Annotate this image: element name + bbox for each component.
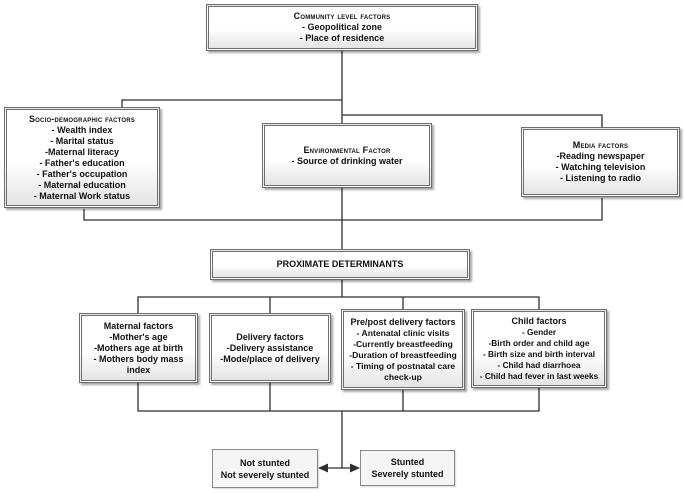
outcome-line: Not severely stunted bbox=[220, 469, 310, 480]
factor-item: -Birth order and child age bbox=[488, 337, 590, 348]
factor-item: - Birth size and birth interval bbox=[482, 348, 596, 359]
box-outcome-stunted: Stunted Severely stunted bbox=[360, 450, 455, 486]
line-branch-to-socio bbox=[121, 99, 342, 107]
box-title: Child factors bbox=[511, 315, 567, 326]
line-row3-bus bbox=[137, 296, 540, 313]
arrowhead-right bbox=[350, 463, 360, 473]
factor-item: -Reading newspaper bbox=[556, 151, 645, 161]
box-delivery-factors: Delivery factors -Delivery assistance -M… bbox=[209, 313, 331, 383]
box-title: Delivery factors bbox=[236, 331, 304, 342]
factor-item: - Geopolitical zone bbox=[301, 22, 382, 32]
box-pre-post-delivery-factors: Pre/post delivery factors - Antenatal cl… bbox=[341, 309, 465, 390]
outcome-line: Stunted bbox=[390, 457, 425, 467]
factor-item: -Currently breastfeeding bbox=[353, 338, 453, 349]
line-branch-to-media bbox=[342, 114, 603, 127]
box-title: Socio-demographic factors bbox=[28, 113, 136, 124]
arrowhead-left bbox=[318, 463, 328, 473]
factor-item: -Delivery assistance bbox=[226, 342, 314, 353]
factor-item: - Place of residence bbox=[299, 33, 385, 43]
factor-item: - Wealth index bbox=[51, 124, 113, 135]
factor-item: - Source of drinking water bbox=[291, 155, 403, 166]
box-title: Environmental Factor bbox=[303, 144, 391, 155]
box-proximate-determinants: PROXIMATE DETERMINANTS bbox=[210, 249, 470, 280]
factor-item: - Antenatal clinic visits bbox=[356, 327, 450, 338]
factor-item: - Child had fever in last weeks bbox=[479, 370, 599, 381]
box-title: Maternal factors bbox=[103, 320, 174, 331]
box-title: Media factors bbox=[572, 140, 629, 150]
box-title: PROXIMATE DETERMINANTS bbox=[276, 259, 404, 269]
factor-item: - Maternal Work status bbox=[33, 190, 131, 201]
factor-item: - Timing of postnatal care check-up bbox=[350, 360, 456, 382]
box-title: Community level factors bbox=[293, 11, 391, 21]
box-child-factors: Child factors - Gender -Birth order and … bbox=[471, 309, 607, 388]
factor-item: - Marital status bbox=[50, 135, 114, 146]
box-media-factors: Media factors -Reading newspaper - Watch… bbox=[521, 127, 680, 197]
factor-item: - Listening to radio bbox=[560, 173, 641, 183]
factor-item: -Duration of breastfeeding bbox=[349, 349, 457, 360]
box-community-level-factors: Community level factors - Geopolitical z… bbox=[206, 4, 478, 51]
factor-item: -Mothers age at birth bbox=[93, 342, 183, 353]
outcome-line: Severely stunted bbox=[371, 469, 444, 479]
factor-item: - Gender bbox=[521, 326, 557, 337]
factor-item: - Maternal education bbox=[38, 179, 126, 190]
factor-item: -Mode/place of delivery bbox=[220, 353, 320, 364]
factor-item: - Child had diarrhoea bbox=[497, 359, 581, 370]
factor-item: - Mothers body mass index bbox=[93, 353, 184, 375]
box-socio-demographic-factors: Socio-demographic factors - Wealth index… bbox=[4, 107, 160, 208]
line-bottom-bus bbox=[137, 383, 540, 412]
line-level2-bus bbox=[83, 198, 603, 221]
factor-item: -Mother's age bbox=[109, 331, 168, 342]
box-environmental-factor: Environmental Factor - Source of drinkin… bbox=[262, 123, 432, 188]
factor-item: -Maternal literacy bbox=[44, 146, 120, 157]
factor-item: - Father's occupation bbox=[36, 168, 128, 179]
box-title: Pre/post delivery factors bbox=[350, 316, 456, 327]
factor-item: - Watching television bbox=[555, 162, 646, 172]
outcome-line: Not stunted bbox=[240, 457, 290, 468]
box-maternal-factors: Maternal factors -Mother's age -Mothers … bbox=[79, 313, 198, 383]
box-outcome-not-stunted: Not stunted Not severely stunted bbox=[212, 449, 318, 488]
factor-item: - Father's education bbox=[39, 157, 125, 168]
